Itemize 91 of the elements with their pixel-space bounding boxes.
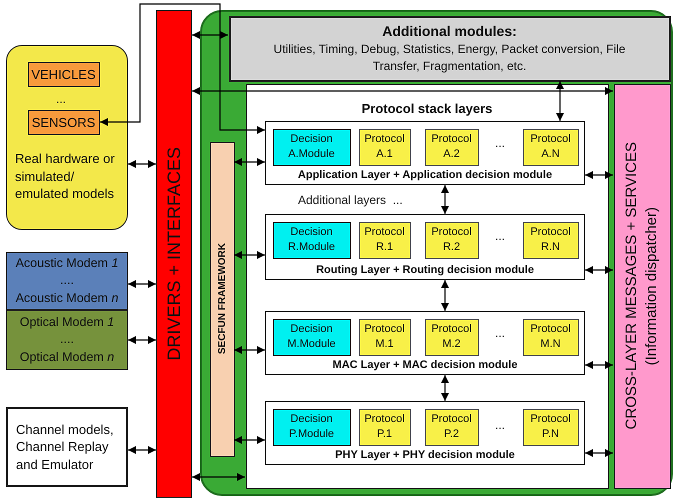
- double-arrow: [441, 280, 449, 311]
- component-box: [28, 62, 100, 86]
- double-arrow: [234, 346, 265, 354]
- double-arrow: [128, 280, 156, 288]
- protocol-label: Protocol A.N: [529, 132, 572, 162]
- bar-label: DRIVERS + INTERFACES: [164, 147, 184, 361]
- protocol-box: [424, 222, 478, 258]
- double-arrow: [234, 436, 265, 444]
- module-label: Decision R.Module: [286, 225, 336, 255]
- description-text: Real hardware or simulated/ emulated models: [15, 150, 116, 203]
- protocol-label: Protocol M.2: [430, 322, 473, 352]
- bar-label: SECFUN FRAMEWORK: [216, 243, 228, 355]
- layer-box: [265, 311, 585, 375]
- bar-label: CROSS-LAYER MESSAGES + SERVICES: [622, 142, 641, 430]
- ellipsis-text: ...: [495, 326, 506, 340]
- double-arrow: [585, 171, 613, 179]
- protocol-label: Protocol A.2: [430, 132, 473, 162]
- protocol-label: Protocol M.N: [529, 322, 572, 352]
- protocol-box: [424, 128, 478, 166]
- description-text: Channel models, Channel Replay and Emulator: [16, 420, 115, 474]
- interface-bar: [156, 10, 192, 498]
- protocol-label: Protocol P.1: [363, 412, 406, 442]
- double-arrow: [234, 251, 265, 259]
- panel-title: Protocol stack layers: [360, 100, 494, 116]
- decision-module-box: [272, 318, 350, 356]
- double-arrow: [556, 81, 564, 121]
- protocol-label: Protocol R.2: [430, 225, 473, 255]
- double-arrow: [128, 336, 156, 344]
- double-arrow: [100, 3, 265, 134]
- module-label: Decision M.Module: [286, 322, 337, 352]
- protocol-label: Protocol R.N: [529, 225, 572, 255]
- protocol-box: [522, 128, 578, 166]
- double-arrow: [585, 361, 613, 369]
- protocol-label: Protocol A.1: [363, 132, 406, 162]
- decision-module-box: [272, 128, 350, 166]
- layer-title: Routing Layer + Routing decision module: [315, 264, 535, 276]
- layer-title: Application Layer + Application decision module: [296, 169, 554, 181]
- ellipsis-text: ...: [56, 92, 66, 106]
- framework-container: [200, 10, 673, 496]
- protocol-label: Protocol R.1: [363, 225, 406, 255]
- modules-text: Additional modules:: [382, 22, 517, 39]
- annotation-text: Additional layers ...: [298, 193, 403, 207]
- double-arrow: [585, 266, 613, 274]
- double-arrow: [192, 87, 613, 95]
- component-box: [28, 110, 100, 134]
- layer-box: [265, 401, 585, 465]
- modem-box: [6, 310, 128, 370]
- protocol-label: Protocol M.1: [363, 322, 406, 352]
- double-arrow: [192, 473, 245, 481]
- layer-box: [265, 121, 585, 185]
- modem-label: Acoustic Modem n: [16, 290, 118, 307]
- modem-label: ....: [60, 331, 74, 348]
- protocol-box: [424, 318, 478, 356]
- decision-module-box: [272, 408, 350, 446]
- framework-bar: [210, 142, 234, 456]
- protocol-label: Protocol P.N: [529, 412, 572, 442]
- protocol-box: [522, 408, 578, 446]
- double-arrow: [234, 158, 265, 166]
- protocol-box: [522, 222, 578, 258]
- hardware-group-box: [6, 45, 128, 230]
- protocol-stack-panel: [246, 84, 608, 488]
- modules-box: [228, 16, 670, 82]
- ellipsis-text: ...: [495, 136, 506, 150]
- protocol-box: [424, 408, 478, 446]
- layer-title: MAC Layer + MAC decision module: [332, 359, 518, 371]
- channel-box: [6, 407, 128, 487]
- double-arrow: [128, 446, 156, 454]
- double-arrow: [441, 375, 449, 401]
- modem-label: Acoustic Modem 1: [16, 254, 118, 272]
- double-arrow: [585, 449, 613, 457]
- double-arrow: [128, 160, 156, 168]
- layer-title: PHY Layer + PHY decision module: [334, 449, 516, 461]
- modules-text: Utilities, Timing, Debug, Statistics, Energy, Packet conversion, File Transfer, Fragmentation, etc.: [272, 40, 626, 74]
- ellipsis-text: ...: [495, 418, 506, 432]
- decision-module-box: [272, 222, 350, 258]
- protocol-label: Protocol P.2: [430, 412, 473, 442]
- protocol-box: [522, 318, 578, 356]
- component-label: SENSORS: [32, 114, 96, 130]
- module-label: Decision P.Module: [288, 412, 336, 442]
- double-arrow: [192, 31, 228, 39]
- ellipsis-text: ...: [495, 229, 506, 243]
- layer-box: [265, 214, 585, 280]
- bar-label: (Information dispatcher): [642, 206, 661, 366]
- modem-label: Optical Modem n: [20, 348, 114, 366]
- component-label: VEHICLES: [31, 66, 96, 82]
- modem-label: ....: [60, 272, 74, 290]
- modem-label: Optical Modem 1: [20, 314, 114, 331]
- dispatcher-bar: [614, 84, 670, 488]
- modem-box: [6, 252, 128, 310]
- module-label: Decision A.Module: [287, 132, 336, 162]
- double-arrow: [441, 185, 449, 214]
